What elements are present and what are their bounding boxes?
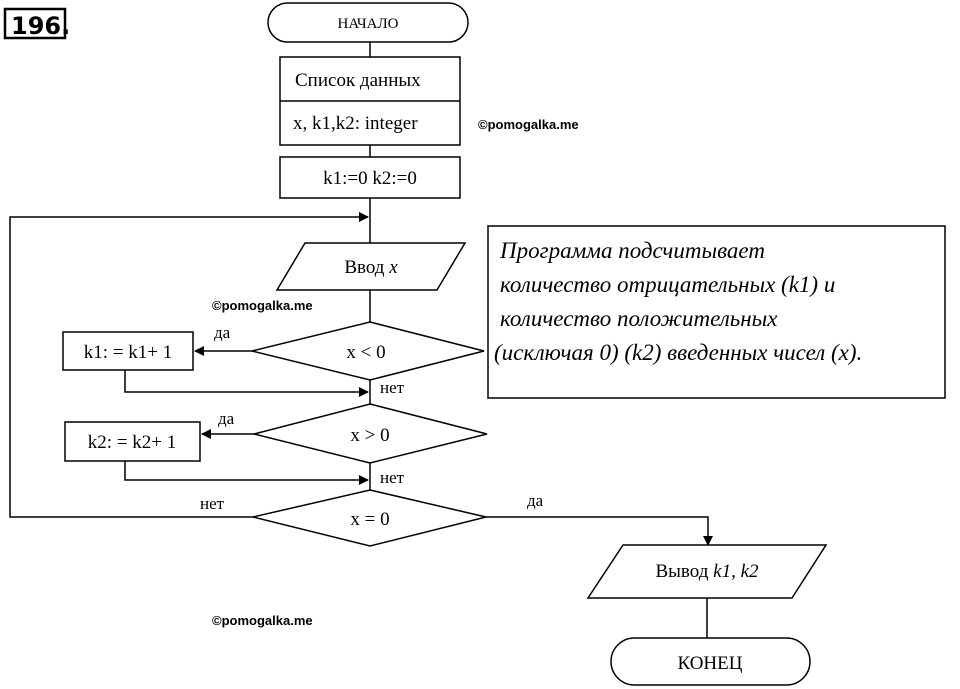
description-line-3: количество положительных <box>500 306 778 331</box>
problem-number-box <box>3 7 67 40</box>
data-list-vars: x, k1,k2: integer <box>293 113 418 134</box>
description-box <box>487 225 946 399</box>
merge-arrow-2 <box>124 461 369 485</box>
init-label: k1:=0 k2:=0 <box>323 168 417 189</box>
data-list-title: Список данных <box>295 70 421 91</box>
start-terminal <box>267 2 469 43</box>
decision-1-label: x < 0 <box>346 342 385 363</box>
input-label: Ввод x <box>344 257 398 278</box>
watermark: ©pomogalka.me <box>212 298 313 313</box>
decision-2-label: x > 0 <box>350 425 389 446</box>
description-line-4: (исключая 0) (k2) введенных чисел (x). <box>494 340 862 365</box>
problem-number: 196. <box>11 12 70 40</box>
no-label-2: нет <box>380 468 405 487</box>
end-label: КОНЕЦ <box>678 653 743 674</box>
loop-back-arrow <box>9 212 369 518</box>
yes-label-2: да <box>218 409 235 428</box>
decision-x-zero <box>252 489 487 547</box>
yes-label-3: да <box>527 491 544 510</box>
no-label-3: нет <box>200 494 225 513</box>
yes-label-1: да <box>214 323 231 342</box>
no-label-1: нет <box>380 378 405 397</box>
output-parallelogram <box>586 544 828 599</box>
action-k1-label: k1: = k1+ 1 <box>84 342 172 363</box>
description-line-1: Программа подсчитывает <box>499 238 765 263</box>
output-label: Вывод k1, k2 <box>655 561 759 582</box>
merge-arrow-1 <box>124 370 369 397</box>
input-parallelogram <box>275 242 467 291</box>
action-k2-box <box>64 421 201 462</box>
init-box <box>279 156 461 199</box>
description-line-2: количество отрицательных (k1) и <box>500 272 835 297</box>
watermark: ©pomogalka.me <box>478 117 579 132</box>
end-terminal <box>610 637 811 686</box>
action-k1-box <box>62 331 194 371</box>
decision-3-label: x = 0 <box>350 509 389 530</box>
start-label: НАЧАЛО <box>338 16 399 32</box>
yes-arrow-3 <box>486 516 713 546</box>
watermark: ©pomogalka.me <box>212 613 313 628</box>
action-k2-label: k2: = k2+ 1 <box>88 432 176 453</box>
